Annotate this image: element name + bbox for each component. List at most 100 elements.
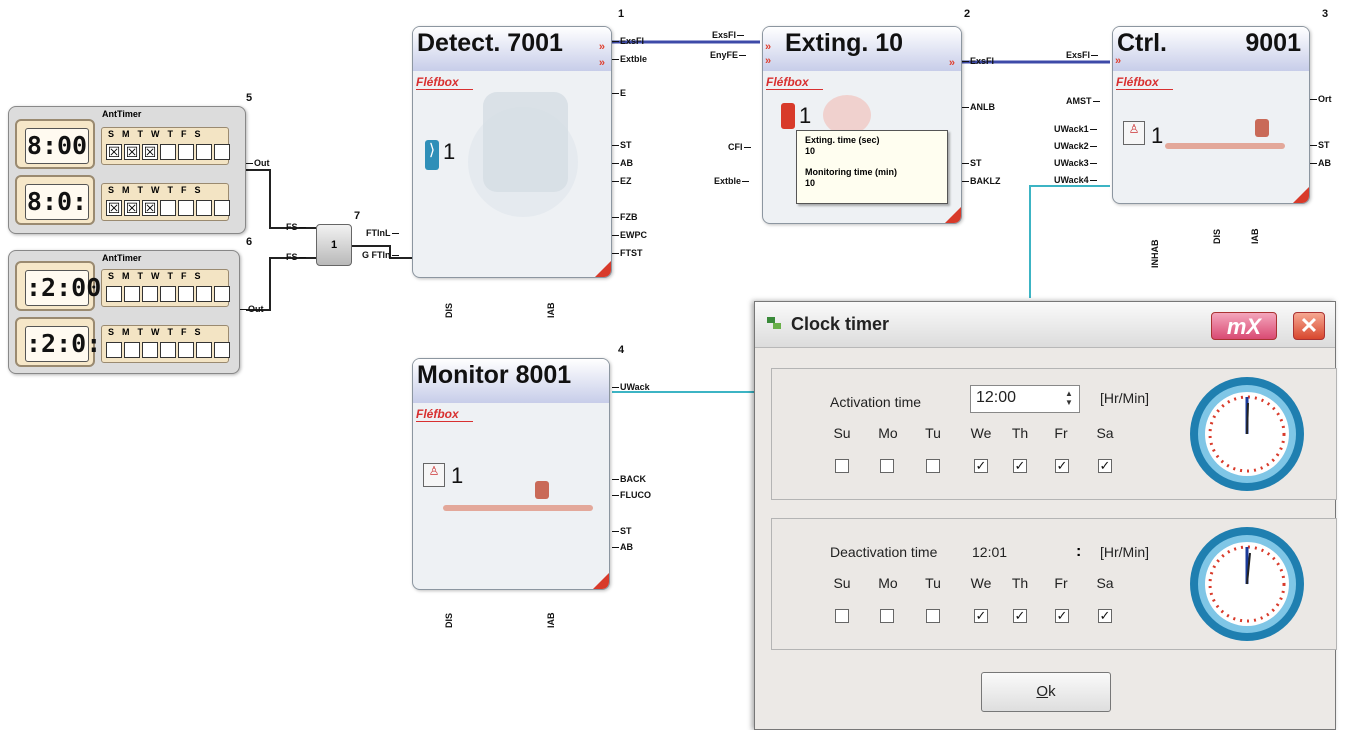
antimer-block-6[interactable]: AntTimer :2:00 SMTWTFS :2:0: SMTWTFS: [8, 250, 240, 374]
mx-button[interactable]: mX: [1211, 312, 1277, 340]
activation-checkbox-mo[interactable]: [880, 459, 894, 473]
day-box[interactable]: [196, 200, 212, 216]
input-port-label: UWack1: [1054, 124, 1097, 134]
deactivation-checkbox-th[interactable]: ✓: [1013, 608, 1027, 623]
activation-time-input[interactable]: 12:00 ▲▼: [970, 385, 1080, 413]
detect-block[interactable]: Detect. 7001 » » Fléfbox ⟩ 1: [412, 26, 612, 278]
on-days-panel[interactable]: SMTWTFS: [101, 269, 230, 307]
activation-label: Activation time: [830, 394, 922, 410]
bottom-port-label: DIS: [444, 302, 454, 318]
deactivation-checkbox-tu[interactable]: [926, 609, 940, 623]
deactivation-label: Deactivation time: [830, 544, 938, 560]
deactivation-checkbox-fr[interactable]: ✓: [1055, 608, 1069, 623]
clock-timer-dialog[interactable]: Clock timer mX ✕ Activation time 12:00 ▲…: [754, 301, 1337, 730]
time-spinner[interactable]: ▲▼: [1065, 389, 1073, 407]
activation-checkbox-tu[interactable]: [926, 459, 940, 473]
wire-timer5-to-or: [246, 169, 316, 229]
day-box[interactable]: ☒: [142, 200, 158, 216]
activation-checkbox-sa[interactable]: ✓: [1098, 458, 1112, 473]
day-box[interactable]: [196, 144, 212, 160]
day-label-su: Su: [833, 425, 851, 441]
day-box[interactable]: [178, 342, 194, 358]
input-port-label: ExsFl: [1066, 50, 1098, 60]
day-box[interactable]: [160, 200, 176, 216]
output-port-label: BACK: [612, 474, 646, 484]
day-box[interactable]: ☒: [142, 144, 158, 160]
output-port-label: ExsFl: [962, 56, 994, 66]
day-box[interactable]: ☒: [106, 144, 122, 160]
on-time-display[interactable]: :2:00: [15, 261, 101, 311]
day-box[interactable]: [160, 144, 176, 160]
day-box[interactable]: [124, 342, 140, 358]
off-days-panel[interactable]: SMTWTFS: [101, 325, 230, 363]
activation-checkbox-fr[interactable]: ✓: [1055, 458, 1069, 473]
deactivation-unit: [Hr/Min]: [1100, 544, 1149, 560]
output-port-label: E: [612, 88, 626, 98]
brand-logo: Fléfbox: [766, 75, 823, 90]
ok-button[interactable]: Ok: [981, 672, 1111, 712]
or-gate-block[interactable]: 1: [316, 224, 352, 266]
off-time-display[interactable]: 8:0:: [15, 175, 95, 225]
corner-marker: [1293, 187, 1309, 203]
input-port-label: G FTln: [362, 250, 399, 260]
dialog-title-bar[interactable]: Clock timer mX ✕: [755, 302, 1335, 348]
deactivation-checkbox-su[interactable]: [835, 609, 849, 623]
activation-checkbox-we[interactable]: ✓: [974, 458, 988, 473]
block-title: Ctrl. 9001: [1113, 27, 1309, 71]
deactivation-checkbox-we[interactable]: ✓: [974, 608, 988, 623]
deactivation-time-value[interactable]: 12:01: [972, 544, 1008, 560]
day-boxes: ☒☒☒: [106, 200, 230, 216]
block-index: 1: [443, 139, 456, 164]
block-number: 6: [246, 236, 253, 248]
day-box[interactable]: [214, 342, 230, 358]
deactivation-checkbox-mo[interactable]: [880, 609, 894, 623]
ok-mnemonic: O: [1036, 683, 1049, 700]
day-box[interactable]: [124, 286, 140, 302]
day-box[interactable]: ☒: [124, 200, 140, 216]
bottom-port-label: IAB: [546, 612, 556, 629]
deactivation-checkbox-sa[interactable]: ✓: [1098, 608, 1112, 623]
day-box[interactable]: [106, 286, 122, 302]
day-box[interactable]: [214, 200, 230, 216]
day-box[interactable]: [106, 342, 122, 358]
block-title: Exting. 10: [763, 27, 961, 71]
day-box[interactable]: [178, 200, 194, 216]
antimer-block-5[interactable]: AntTimer 8:00 SMTWTFS ☒☒☒ 8:0: SMTWTFS ☒…: [8, 106, 246, 234]
dialog-title: Clock timer: [791, 314, 890, 334]
day-box[interactable]: [160, 342, 176, 358]
day-box[interactable]: [142, 286, 158, 302]
off-days-panel[interactable]: SMTWTFS ☒☒☒: [101, 183, 230, 221]
activation-checkbox-th[interactable]: ✓: [1013, 458, 1027, 473]
close-button[interactable]: ✕: [1293, 312, 1325, 340]
day-box[interactable]: [142, 342, 158, 358]
on-time-value: :2:00: [25, 270, 101, 306]
day-box[interactable]: [214, 144, 230, 160]
day-label-su: Su: [833, 575, 851, 591]
day-box[interactable]: [160, 286, 176, 302]
deactivation-clock-icon: [1190, 527, 1304, 641]
day-box[interactable]: ☒: [124, 144, 140, 160]
ctrl-block[interactable]: Ctrl. 9001 » Fléfbox ♙ 1: [1112, 26, 1310, 204]
day-box[interactable]: [196, 286, 212, 302]
day-label-th: Th: [1011, 425, 1029, 441]
day-box[interactable]: [214, 286, 230, 302]
activation-checkbox-su[interactable]: [835, 459, 849, 473]
input-port-label: UWack4: [1054, 175, 1097, 185]
controller-icon: ♙: [1123, 121, 1145, 145]
bottom-port-label: DIS: [1212, 228, 1222, 244]
tooltip-value: 10: [805, 146, 816, 156]
day-box[interactable]: [196, 342, 212, 358]
day-box[interactable]: [178, 286, 194, 302]
time-spinner[interactable]: :: [1076, 543, 1082, 560]
day-box[interactable]: ☒: [106, 200, 122, 216]
on-time-display[interactable]: 8:00: [15, 119, 95, 169]
off-time-display[interactable]: :2:0:: [15, 317, 101, 367]
corner-marker: [595, 261, 611, 277]
wire-timer6-to-or: [246, 257, 316, 311]
block-number: 5: [246, 92, 253, 104]
on-days-panel[interactable]: SMTWTFS ☒☒☒: [101, 127, 230, 165]
output-port-label: FZB: [612, 212, 638, 222]
bottom-port-label: IAB: [1250, 228, 1260, 245]
day-box[interactable]: [178, 144, 194, 160]
monitor-block[interactable]: Monitor 8001 Fléfbox ♙ 1: [412, 358, 610, 590]
